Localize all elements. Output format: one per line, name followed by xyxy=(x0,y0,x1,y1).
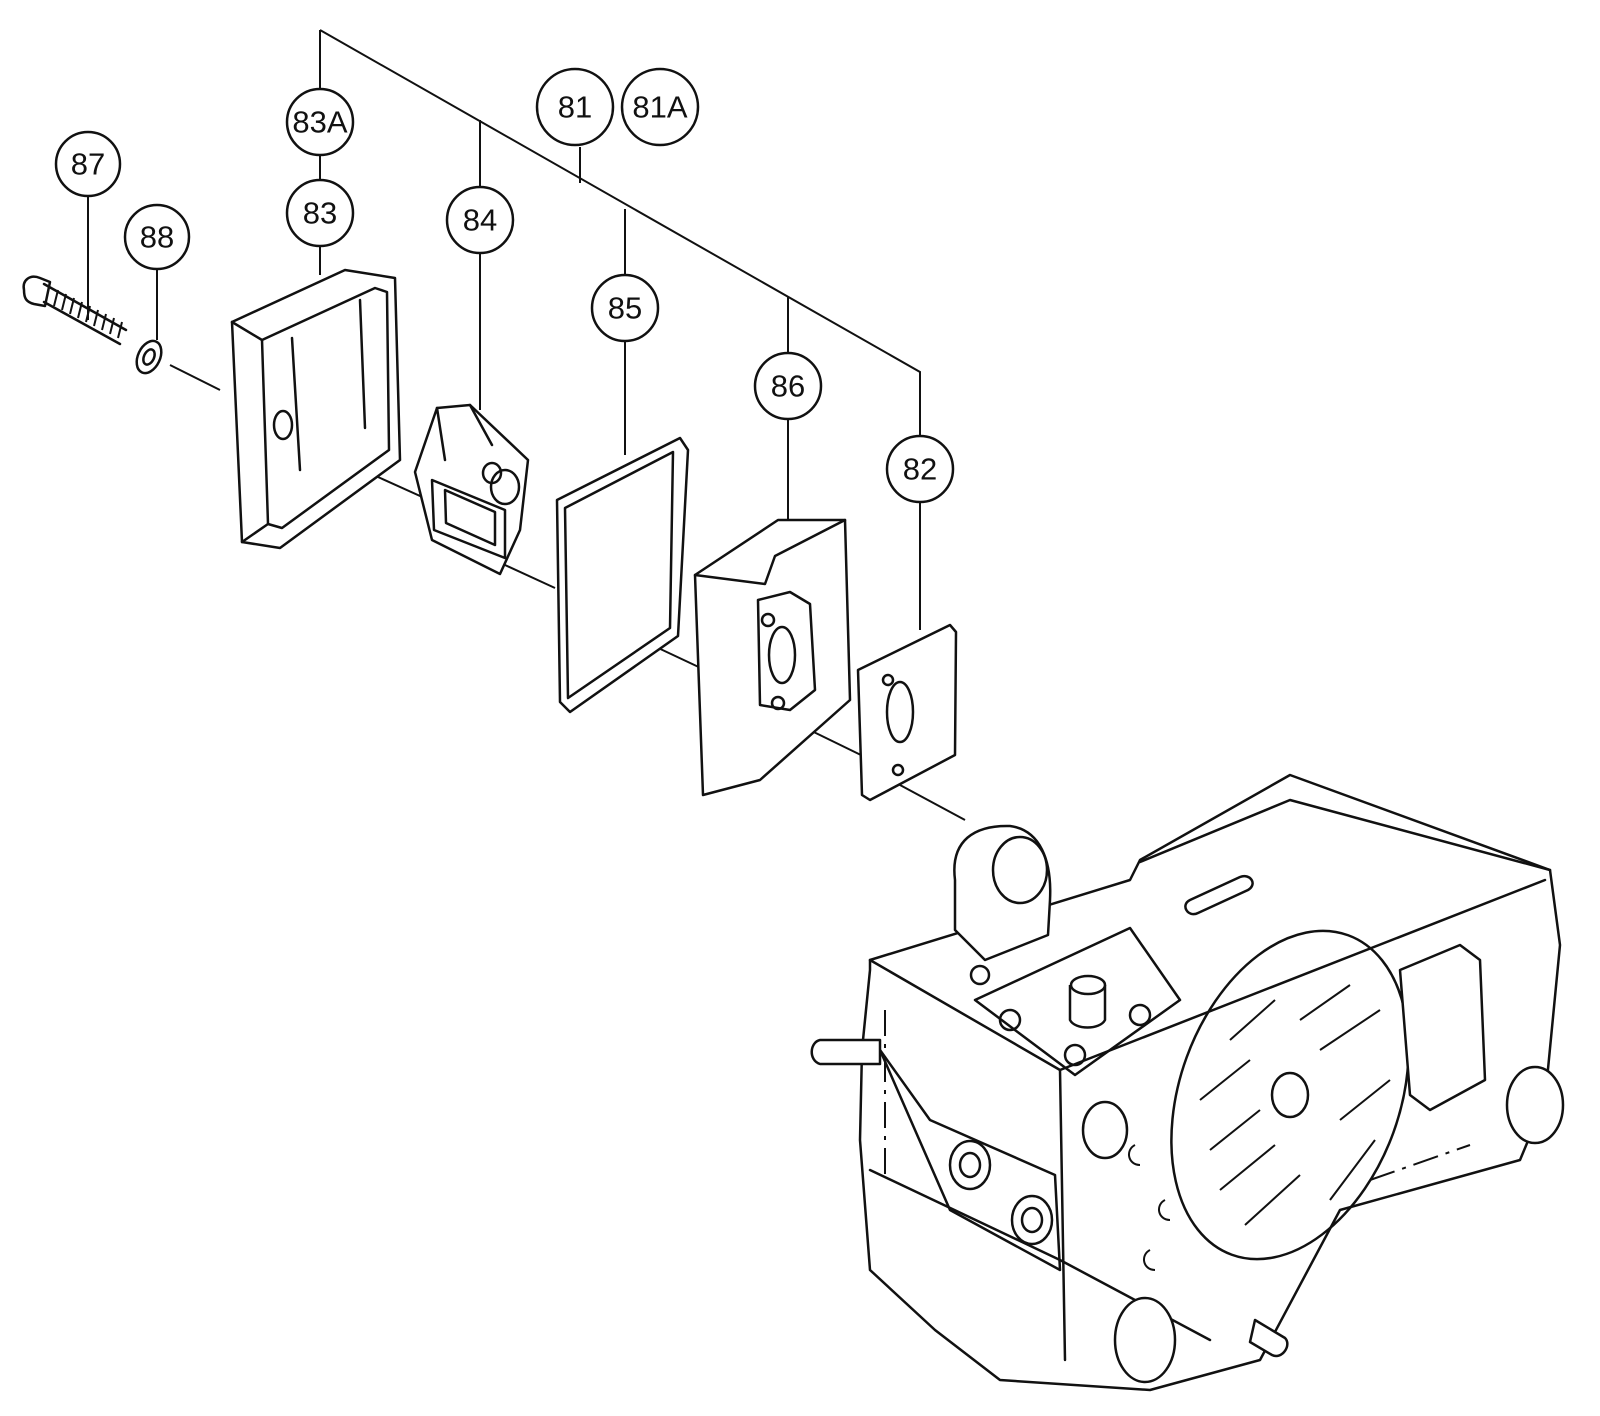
callout-85: 85 xyxy=(590,273,660,343)
callout-84: 84 xyxy=(445,185,515,255)
callout-88-label: 88 xyxy=(140,220,174,255)
callout-84-label: 84 xyxy=(463,203,497,238)
leader-lines xyxy=(87,29,921,630)
callout-81a: 81A xyxy=(620,67,700,147)
callout-86-label: 86 xyxy=(771,369,805,404)
callout-83a: 83A xyxy=(285,87,355,157)
muffler-body-86-drawing xyxy=(693,518,852,797)
washer-88-drawing xyxy=(135,339,163,375)
gasket-85-drawing xyxy=(555,436,690,714)
callout-82: 82 xyxy=(885,434,955,504)
callout-87: 87 xyxy=(54,130,122,198)
callout-81a-label: 81A xyxy=(632,90,687,125)
callout-81: 81 xyxy=(535,67,615,147)
callout-82-label: 82 xyxy=(903,452,937,487)
exhaust-gasket-82-drawing xyxy=(856,623,958,802)
callout-87-label: 87 xyxy=(71,147,105,182)
callout-88: 88 xyxy=(123,203,191,271)
callout-83a-label: 83A xyxy=(292,105,347,140)
baffle-84-drawing xyxy=(413,403,530,576)
callout-85-label: 85 xyxy=(608,291,642,326)
callout-86: 86 xyxy=(753,351,823,421)
callout-81-label: 81 xyxy=(558,90,592,125)
muffler-cover-83-drawing xyxy=(230,268,402,550)
callout-83-label: 83 xyxy=(303,196,337,231)
callout-83: 83 xyxy=(285,178,355,248)
engine-crankcase-drawing xyxy=(810,773,1565,1392)
bolt-87-drawing xyxy=(22,275,128,346)
